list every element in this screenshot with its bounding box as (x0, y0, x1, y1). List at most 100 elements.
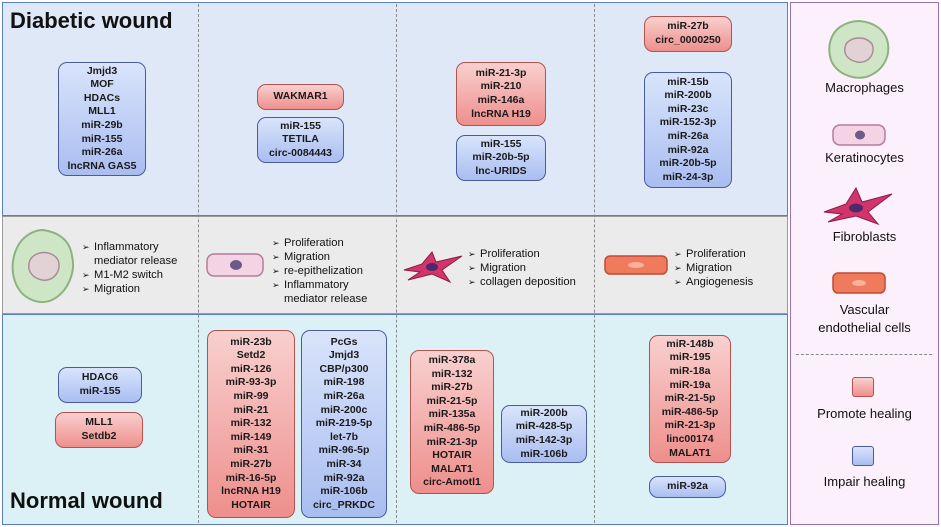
regulator-item: miR-135a (428, 408, 476, 421)
legend-macrophages: Macrophages (825, 80, 904, 95)
regulator-item: miR-92a (323, 471, 365, 484)
impair-swatch (852, 446, 874, 466)
regulator-item: miR-21-3p (426, 435, 478, 448)
regulator-item: miR-106b (320, 485, 368, 498)
regulator-item: HOTAIR (231, 498, 271, 511)
regulator-item: miR-26a (81, 146, 123, 159)
regulator-item: Setd2 (236, 349, 266, 362)
promote-swatch (852, 377, 874, 397)
legend-divider (796, 354, 932, 355)
regulator-item: HDACs (83, 91, 121, 104)
function-item: Migration (674, 261, 753, 275)
regulator-item: circ_0000250 (655, 34, 721, 46)
regulator-item: miR-15b (667, 75, 709, 88)
regulator-item: miR-146a (477, 94, 525, 106)
regulator-item: CBP/p300 (319, 362, 369, 375)
regulator-item: TETILA (282, 133, 319, 146)
regulator-item: miR-148b (666, 337, 714, 350)
regulator-item: lncRNA H19 (221, 485, 281, 498)
regulator-item: WAKMAR1 (273, 90, 328, 103)
macrophage-icon (11, 228, 74, 303)
regulator-item: miR-31 (233, 444, 269, 457)
diabetic-col2-promote-box: WAKMAR1 (257, 84, 344, 110)
regulator-item: miR-200b (520, 406, 568, 419)
regulator-item: circ-0084443 (268, 146, 333, 159)
endothelial-cell-icon (832, 272, 886, 294)
regulator-item: miR-132 (230, 417, 272, 430)
diabetic-wound-heading: Diabetic wound (10, 8, 173, 33)
endothelial-functions: Proliferation Migration Angiogenesis (674, 247, 753, 289)
function-item: M1-M2 switch (82, 268, 177, 282)
regulator-item: miR-486-5p (423, 422, 481, 434)
regulator-item: miR-26a (323, 390, 365, 403)
regulator-item: HDAC6 (81, 371, 119, 384)
regulator-item: miR-149 (230, 430, 272, 443)
macrophage-functions: Inflammatory mediator release M1-M2 swit… (82, 240, 177, 296)
regulator-item: miR-378a (428, 354, 476, 367)
regulator-item: miR-200c (320, 403, 368, 416)
regulator-item: miR-155 (480, 137, 522, 150)
regulator-item: MLL1 (85, 416, 113, 429)
regulator-item: miR-132 (431, 367, 473, 380)
regulator-item: circ-Amotl1 (423, 476, 481, 489)
function-item: Inflammatory (272, 278, 367, 292)
fibroblast-functions: Proliferation Migration collagen deposit… (468, 247, 576, 289)
regulator-item: miR-21-3p (475, 66, 527, 79)
regulator-item: PcGs (330, 335, 358, 348)
function-item: Migration (82, 282, 177, 296)
macrophage-icon (828, 19, 890, 79)
regulator-item: MALAT1 (431, 462, 473, 475)
regulator-item: miR-210 (480, 80, 522, 93)
regulator-item: miR-19a (669, 378, 711, 391)
regulator-item: miR-20b-5p (472, 151, 530, 164)
regulator-item: miR-106b (520, 447, 568, 460)
regulator-item: Jmjd3 (86, 64, 118, 77)
regulator-item: miR-20b-5p (659, 157, 717, 170)
function-item: mediator release (94, 255, 178, 267)
fibroblast-icon (403, 251, 463, 284)
normal-col4-impair-box: miR-92a (649, 476, 726, 498)
regulator-item: miR-23b (230, 335, 272, 348)
regulator-item: HOTAIR (432, 449, 472, 462)
regulator-item: miR-126 (230, 362, 272, 375)
regulator-item: miR-16-5p (225, 471, 277, 484)
regulator-item: miR-21-5p (664, 392, 716, 405)
regulator-item: miR-219-5p (315, 417, 373, 430)
regulator-item: miR-200b (664, 89, 712, 102)
function-item: Proliferation (674, 247, 753, 261)
regulator-item: miR-96-5p (318, 444, 370, 457)
regulator-item: Setdb2 (81, 430, 117, 442)
regulator-item: miR-152-3p (659, 116, 717, 129)
legend-promote-healing: Promote healing (817, 406, 912, 421)
regulator-item: miR-155 (280, 119, 321, 132)
regulator-item: miR-21-3p (664, 419, 716, 432)
regulator-item: miR-29b (81, 119, 123, 131)
legend-fibroblasts: Fibroblasts (832, 229, 897, 244)
function-item: Inflammatory (82, 240, 177, 254)
regulator-item: miR-99 (233, 390, 269, 403)
regulator-item: miR-486-5p (661, 405, 719, 418)
function-item: mediator release (284, 293, 368, 305)
column-divider (198, 4, 199, 523)
regulator-item: miR-21-5p (426, 394, 478, 407)
keratinocyte-functions: Proliferation Migration re-epithelizatio… (272, 236, 367, 306)
function-item: Migration (272, 250, 367, 264)
regulator-item: miR-24-3p (662, 170, 714, 183)
regulator-item: miR-198 (323, 376, 365, 389)
regulator-item: MOF (90, 78, 114, 91)
regulator-item: lncRNA GAS5 (67, 159, 137, 172)
regulator-item: miR-195 (669, 351, 711, 364)
regulator-item: miR-26a (667, 130, 709, 142)
regulator-item: MLL1 (88, 105, 116, 118)
regulator-item: miR-27b (667, 20, 709, 33)
keratinocyte-icon (206, 253, 264, 277)
function-item: Proliferation (468, 247, 576, 261)
regulator-item: miR-93-3p (225, 376, 277, 389)
